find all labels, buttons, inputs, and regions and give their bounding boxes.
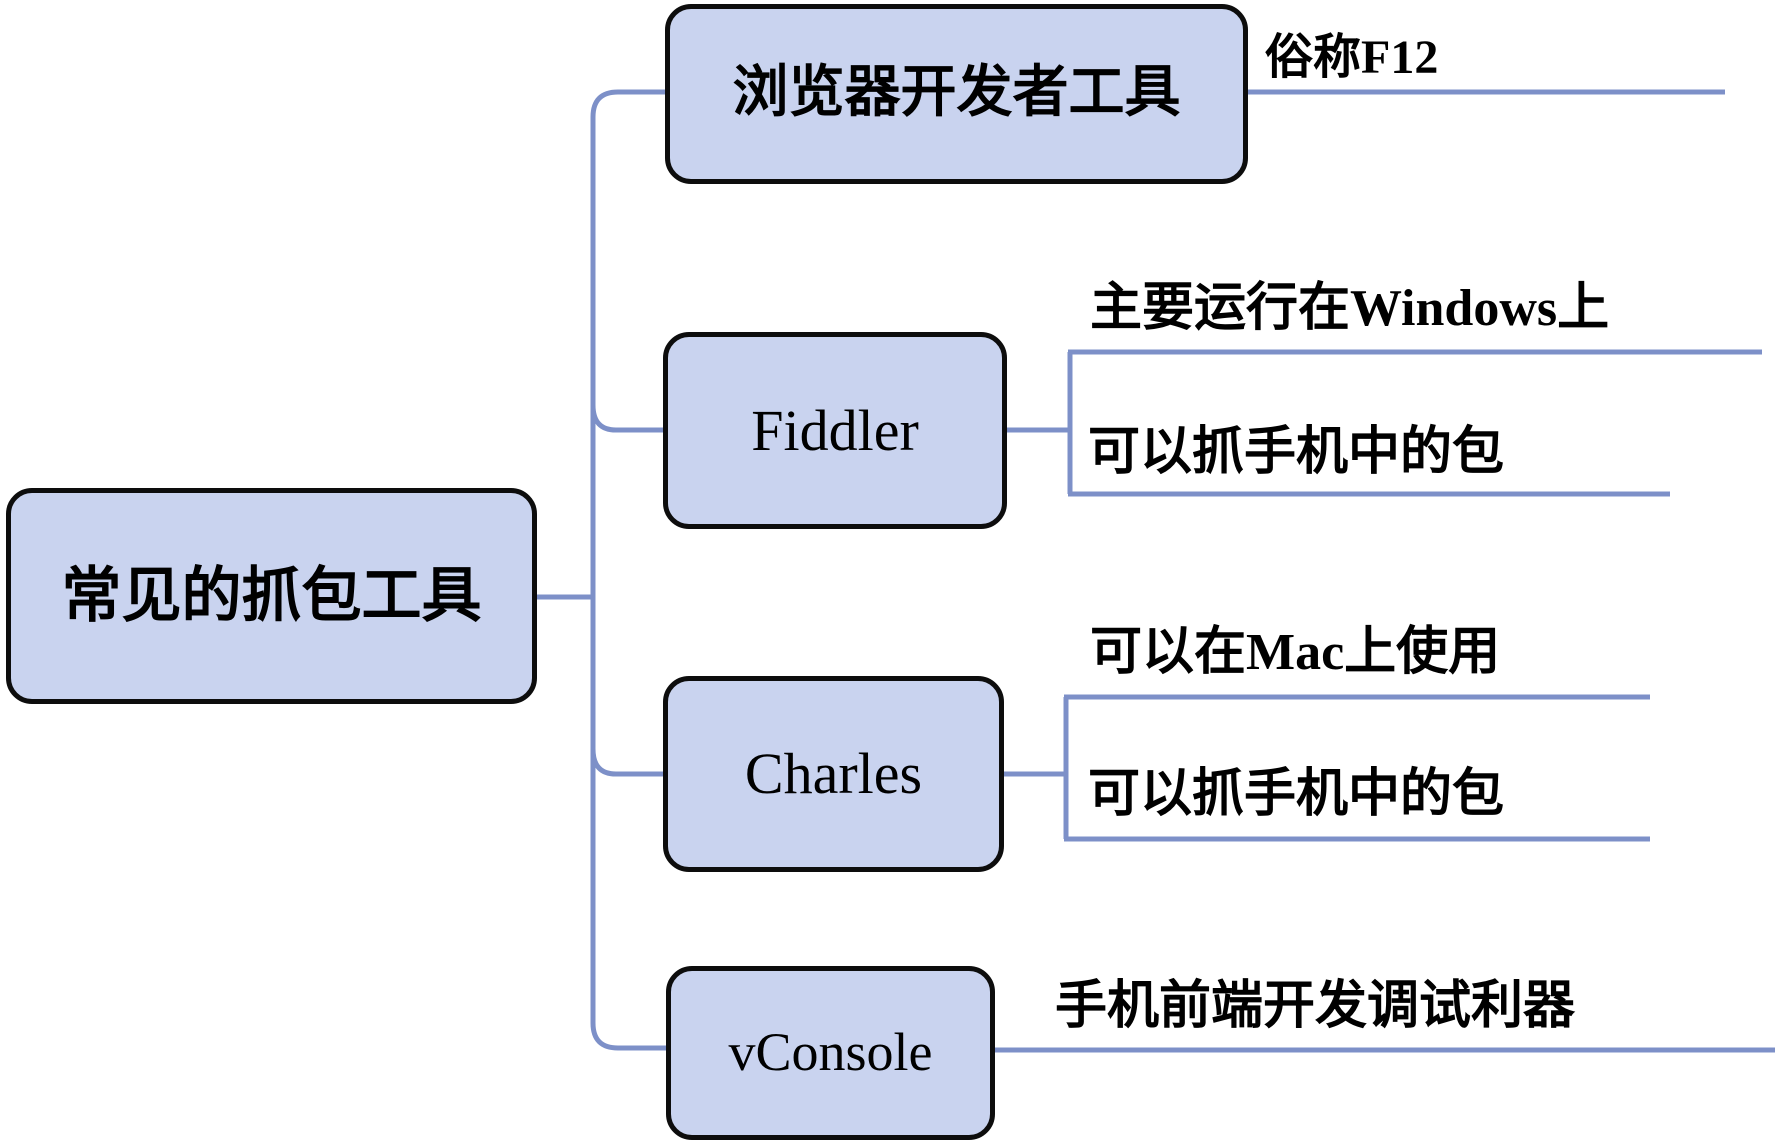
leaf-charles-capture-phone[interactable]: 可以抓手机中的包 — [1088, 766, 1505, 823]
leaf-vconsole-debug-tool[interactable]: 手机前端开发调试利器 — [1055, 978, 1576, 1035]
node-browser-devtools-label: 浏览器开发者工具 — [732, 62, 1181, 125]
node-vconsole-label: vConsole — [728, 1022, 933, 1083]
node-fiddler[interactable]: Fiddler — [663, 332, 1007, 529]
node-charles[interactable]: Charles — [663, 676, 1004, 872]
node-vconsole[interactable]: vConsole — [666, 966, 995, 1140]
leaf-fiddler-capture-phone[interactable]: 可以抓手机中的包 — [1088, 424, 1505, 481]
node-root-label: 常见的抓包工具 — [61, 563, 482, 629]
connector-spine — [590, 89, 666, 1051]
node-fiddler-label: Fiddler — [751, 397, 919, 463]
leaf-charles-mac[interactable]: 可以在Mac上使用 — [1090, 624, 1501, 681]
connector-charles-elbow — [590, 748, 663, 777]
leaf-f12[interactable]: 俗称F12 — [1265, 31, 1439, 84]
leaf-fiddler-windows[interactable]: 主要运行在Windows上 — [1090, 280, 1610, 337]
connector-fiddler-elbow — [590, 404, 663, 433]
node-charles-label: Charles — [744, 741, 923, 807]
node-browser-devtools[interactable]: 浏览器开发者工具 — [665, 4, 1248, 184]
node-root[interactable]: 常见的抓包工具 — [6, 488, 537, 704]
